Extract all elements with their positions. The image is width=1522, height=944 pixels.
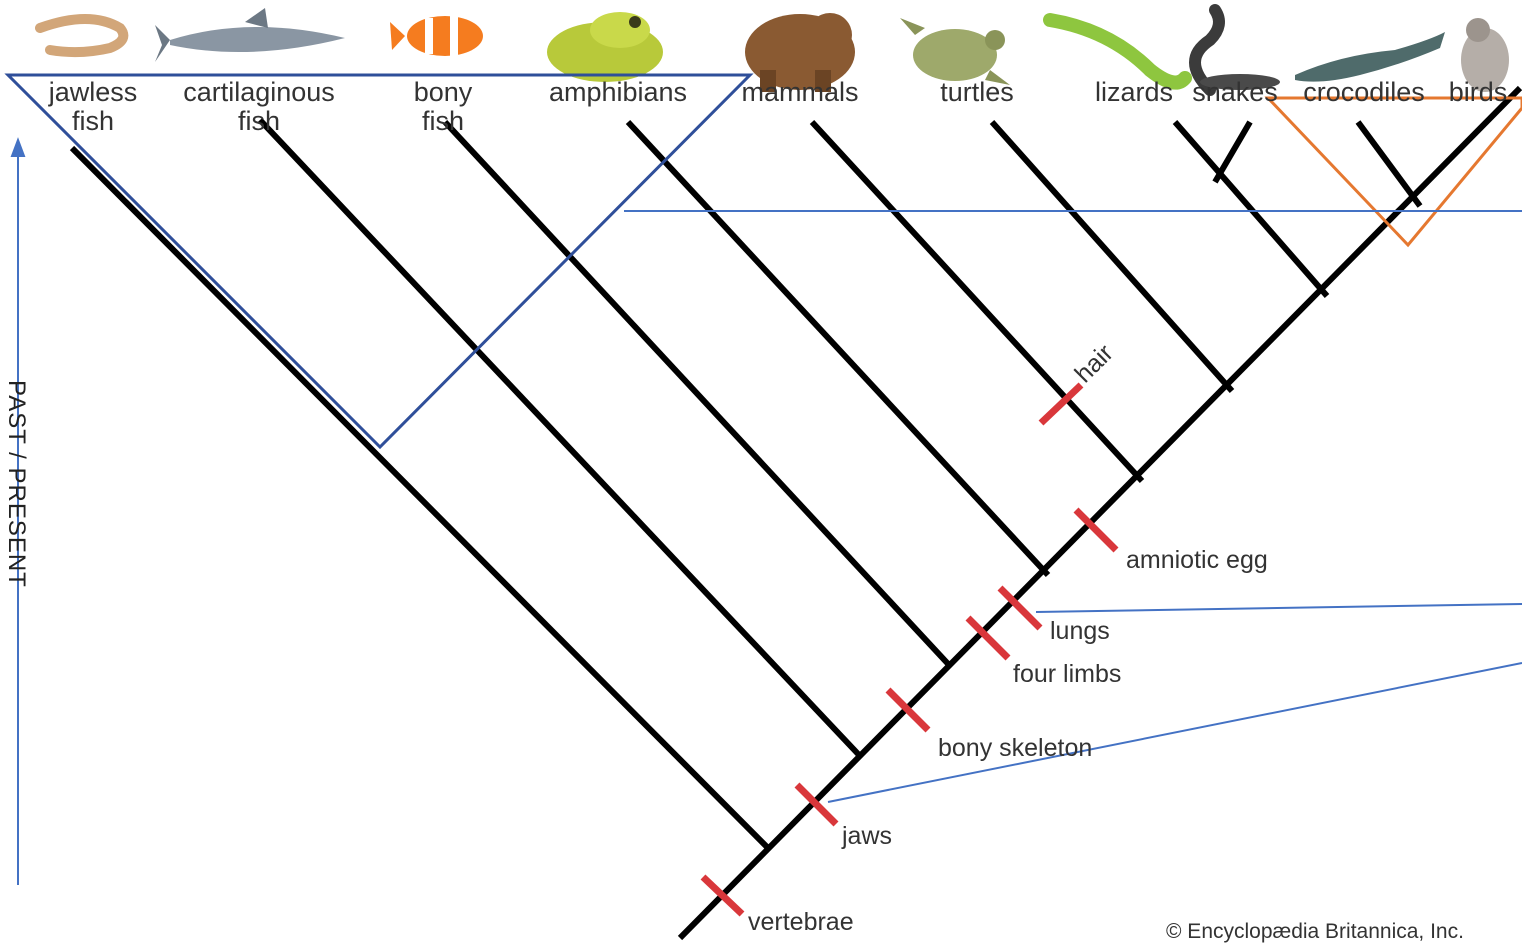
branch-mammals bbox=[812, 122, 1142, 481]
clownfish-icon bbox=[390, 16, 483, 56]
frog-icon bbox=[547, 12, 663, 82]
taxon-label-birds: birds bbox=[1436, 78, 1520, 107]
taxon-label-cartilaginous-fish: cartilaginous fish bbox=[168, 78, 350, 136]
taxon-label-jawless-fish: jawless fish bbox=[38, 78, 148, 136]
branch-crocodiles bbox=[1358, 122, 1420, 206]
time-axis-label: PAST / PRESENT bbox=[2, 380, 30, 588]
trait-label-vertebrae: vertebrae bbox=[748, 908, 854, 937]
trait-label-jaws: jaws bbox=[842, 822, 892, 851]
taxon-label-lizards: lizards bbox=[1086, 78, 1182, 107]
branch-jawless-fish bbox=[72, 148, 768, 848]
branch-squamates bbox=[1175, 122, 1327, 296]
copyright-notice: © Encyclopædia Britannica, Inc. bbox=[1166, 920, 1464, 944]
trait-label-bony-skeleton: bony skeleton bbox=[938, 734, 1092, 763]
annotation-lines bbox=[624, 211, 1522, 802]
crocodile-icon bbox=[1295, 32, 1445, 82]
branch-snakes bbox=[1215, 122, 1250, 182]
taxon-label-crocodiles: crocodiles bbox=[1294, 78, 1434, 107]
taxon-label-turtles: turtles bbox=[922, 78, 1032, 107]
trait-label-amniotic-egg: amniotic egg bbox=[1126, 546, 1268, 575]
trait-label-lungs: lungs bbox=[1050, 617, 1110, 646]
branch-cartilaginous-fish bbox=[260, 120, 860, 756]
branch-turtles bbox=[992, 122, 1232, 391]
trait-label-four-limbs: four limbs bbox=[1013, 660, 1121, 689]
taxon-label-mammals: mammals bbox=[730, 78, 870, 107]
branch-amphibians bbox=[628, 122, 1048, 575]
lizard-icon bbox=[1050, 20, 1185, 83]
tree-branches bbox=[72, 88, 1520, 938]
taxon-label-bony-fish: bony fish bbox=[398, 78, 488, 136]
sea-turtle-icon bbox=[900, 18, 1010, 85]
lamprey-icon bbox=[40, 19, 123, 52]
taxon-label-snakes: snakes bbox=[1186, 78, 1284, 107]
shark-icon bbox=[155, 8, 345, 62]
jaws-mark bbox=[797, 785, 836, 824]
taxon-label-amphibians: amphibians bbox=[538, 78, 698, 107]
